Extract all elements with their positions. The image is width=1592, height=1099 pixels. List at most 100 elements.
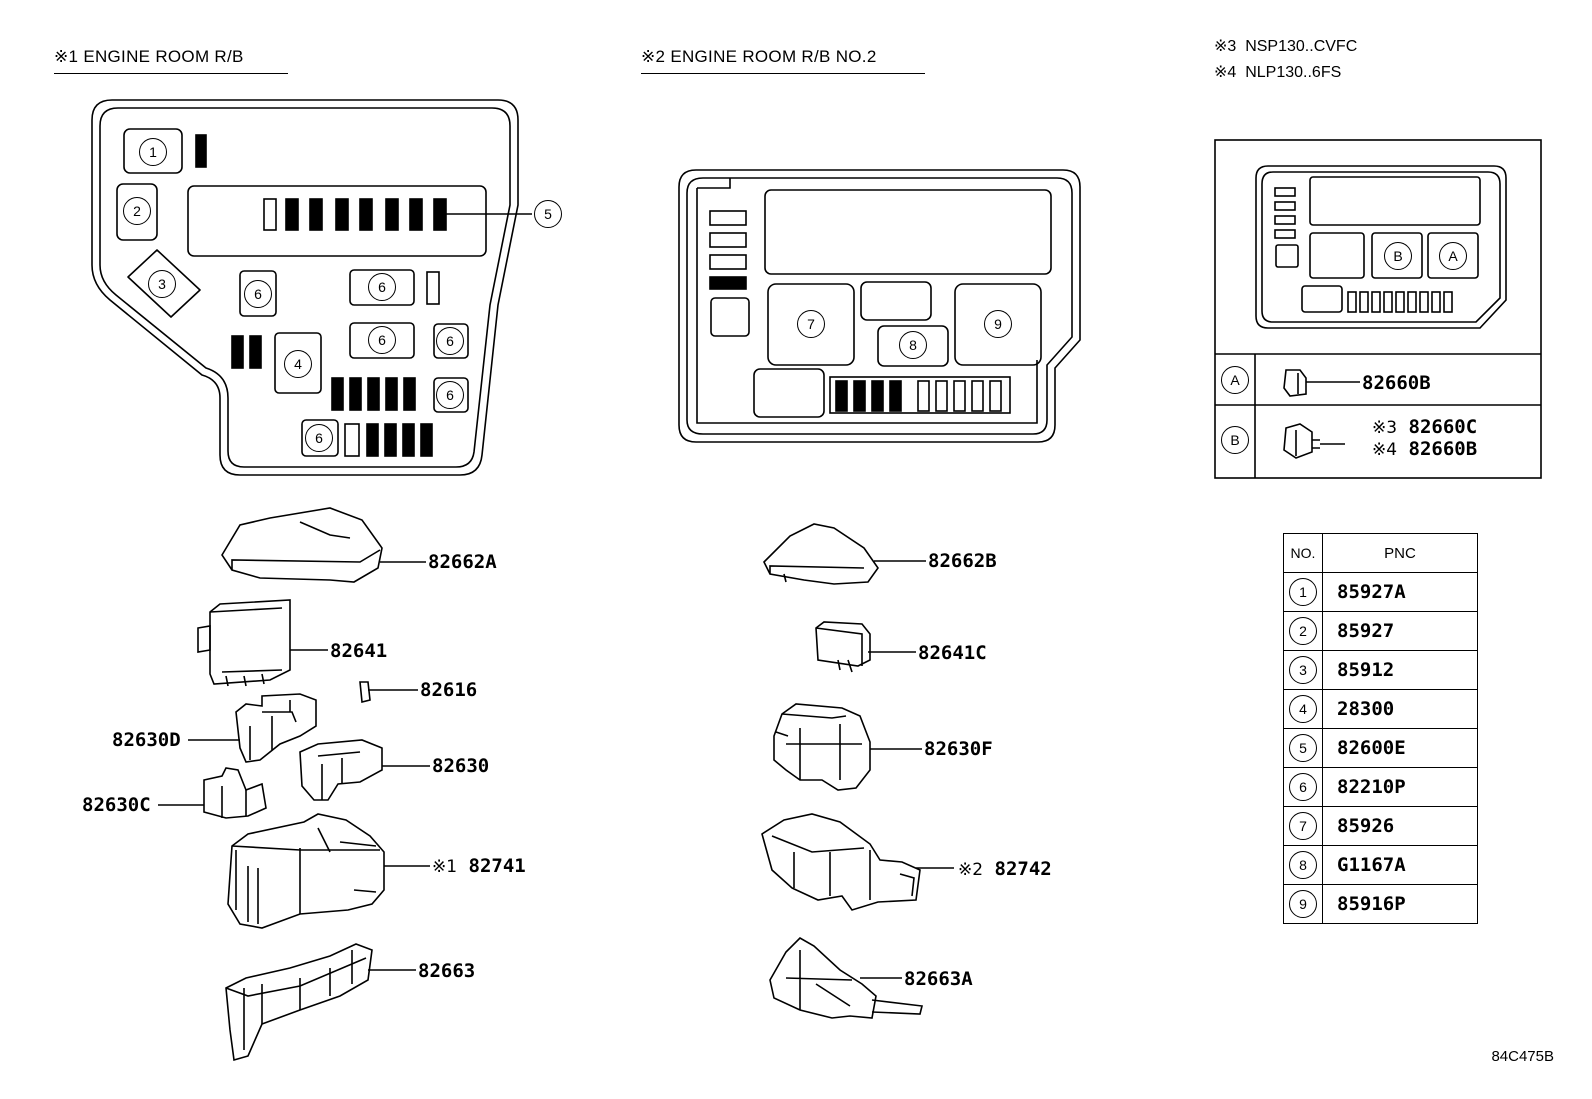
leader-lines: [158, 560, 954, 979]
part-under-82663: [225, 943, 373, 1062]
inset-part-b-4: ※4 82660B: [1372, 440, 1477, 459]
pnc-row-no: 6: [1283, 767, 1323, 807]
pnc-row-no: 8: [1283, 845, 1323, 885]
callout-6c-label: 6: [368, 326, 396, 354]
callout-5: 5: [534, 200, 562, 228]
inset-part-b-3: ※3 82660C: [1372, 418, 1477, 437]
pnc-row-value: 28300: [1322, 689, 1478, 729]
inset-row-b-label: B: [1221, 426, 1249, 454]
label-82662b: 82662B: [928, 550, 997, 572]
pnc-header-pnc: PNC: [1322, 533, 1478, 573]
pnc-row-no-circle: 4: [1289, 695, 1317, 723]
callout-b-block-label: B: [1384, 242, 1412, 270]
pnc-row-no: 4: [1283, 689, 1323, 729]
label-82630: 82630: [432, 755, 490, 777]
note-4-mark: ※4: [1214, 64, 1237, 81]
pnc-row-no: 5: [1283, 728, 1323, 768]
inset-part-a: 82660B: [1362, 372, 1431, 394]
pnc-row-no: 1: [1283, 572, 1323, 612]
label-82663a: 82663A: [904, 968, 973, 990]
inset-row-a-label: A: [1221, 366, 1249, 394]
callout-3: 3: [148, 270, 176, 298]
callout-9: 9: [984, 310, 1012, 338]
note-3-text: NSP130..CVFC: [1245, 38, 1358, 55]
inset-row-a-circle: A: [1221, 366, 1249, 394]
callout-6d: 6: [436, 327, 464, 355]
inset-part-b-3-number: 82660C: [1408, 416, 1478, 438]
rb2-components: [709, 189, 1052, 418]
rb2-heading: ※2 ENGINE ROOM R/B NO.2: [641, 47, 925, 74]
inset-part-b-3-mark: ※3: [1372, 418, 1398, 438]
label-82742: ※2 82742: [958, 860, 1052, 879]
callout-6d-label: 6: [436, 327, 464, 355]
part-box-82742: [761, 813, 921, 911]
inset-part-b-4-number: 82660B: [1408, 438, 1478, 460]
part-bracket-82630f: [773, 703, 871, 791]
pnc-row-no: 9: [1283, 884, 1323, 924]
label-82741-number: 82741: [468, 855, 526, 877]
callout-a-block: A: [1439, 242, 1467, 270]
label-82641: 82641: [330, 640, 388, 662]
part-bracket-82630c: [203, 767, 267, 819]
diagram-code: 84C475B: [1491, 1048, 1554, 1065]
part-bracket-82630: [299, 739, 383, 801]
callout-6f-label: 6: [305, 424, 333, 452]
pnc-header-no: NO.: [1283, 533, 1323, 573]
rb2-outline: [678, 169, 1081, 443]
part-box-82741: [227, 813, 385, 929]
callout-1-label: 1: [139, 138, 167, 166]
rb1-heading: ※1 ENGINE ROOM R/B: [54, 47, 288, 74]
callout-b-block: B: [1384, 242, 1412, 270]
part-pin-82616: [359, 681, 371, 704]
callout-4: 4: [284, 350, 312, 378]
callout-3-label: 3: [148, 270, 176, 298]
pnc-row-no-circle: 5: [1289, 734, 1317, 762]
label-82630c: 82630C: [82, 794, 151, 816]
callout-6f: 6: [305, 424, 333, 452]
label-82641c: 82641C: [918, 642, 987, 664]
callout-8: 8: [899, 331, 927, 359]
rb1-outline: [91, 99, 519, 476]
rb1-components: [116, 128, 487, 457]
rb1-fuses: [195, 134, 447, 457]
pnc-row-no: 7: [1283, 806, 1323, 846]
pnc-row-no-circle: 9: [1289, 890, 1317, 918]
pnc-row-value: 85927A: [1322, 572, 1478, 612]
note-3: ※3 NSP130..CVFC: [1214, 36, 1357, 56]
callout-7: 7: [797, 310, 825, 338]
label-82662a: 82662A: [428, 551, 497, 573]
label-82742-mark: ※2: [958, 860, 984, 880]
callout-a-block-label: A: [1439, 242, 1467, 270]
pnc-row-no: 3: [1283, 650, 1323, 690]
inset-frame: [1214, 139, 1542, 479]
part-under-82663a: [769, 937, 923, 1019]
label-82741: ※1 82741: [432, 857, 526, 876]
callout-6e: 6: [436, 381, 464, 409]
callout-5-label: 5: [534, 200, 562, 228]
callout-6e-label: 6: [436, 381, 464, 409]
callout-6b-label: 6: [368, 273, 396, 301]
callout-6a-label: 6: [244, 280, 272, 308]
note-3-mark: ※3: [1214, 38, 1237, 55]
part-cover-82662a: [221, 507, 383, 583]
callout-6a: 6: [244, 280, 272, 308]
pnc-row-value: 85927: [1322, 611, 1478, 651]
pnc-row-value: 85912: [1322, 650, 1478, 690]
pnc-row-value: 85916P: [1322, 884, 1478, 924]
part-relay-82641c: [815, 621, 871, 673]
pnc-row-no-circle: 2: [1289, 617, 1317, 645]
label-82616: 82616: [420, 679, 478, 701]
callout-4-label: 4: [284, 350, 312, 378]
pnc-row-no: 2: [1283, 611, 1323, 651]
label-82663: 82663: [418, 960, 476, 982]
pnc-row-no-circle: 1: [1289, 578, 1317, 606]
label-82741-mark: ※1: [432, 857, 458, 877]
pnc-row-no-circle: 7: [1289, 812, 1317, 840]
